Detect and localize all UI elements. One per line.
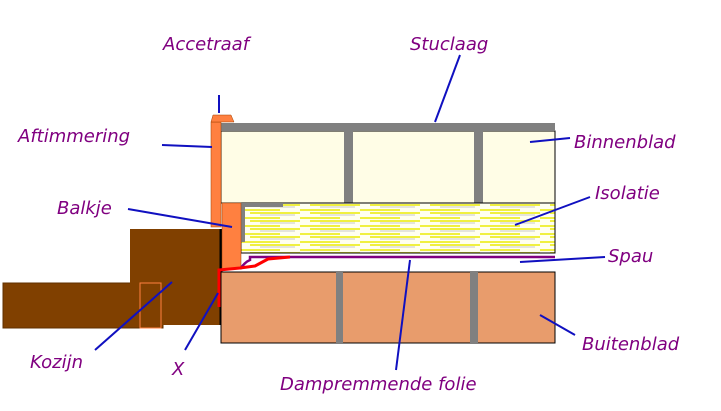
stuclaag (221, 123, 555, 131)
label-buitenblad: Buitenblad (582, 334, 680, 355)
label-spau: Spau (608, 246, 653, 267)
stuc-hoek (241, 203, 283, 242)
label-binnenblad: Binnenblad (574, 132, 676, 153)
label-kozijn: Kozijn (30, 352, 83, 373)
buitenblad (220, 271, 556, 344)
kozijn (2, 229, 223, 329)
aftimmering (210, 121, 222, 228)
isolatie (240, 202, 556, 254)
x-line (217, 255, 291, 307)
label-balkje: Balkje (57, 198, 112, 219)
label-aftimmering: Aftimmering (17, 126, 130, 147)
accetraaf (210, 114, 235, 123)
label-stuclaag: Stuclaag (410, 34, 488, 55)
leader-lines (94, 54, 606, 371)
binnenblad (220, 130, 556, 204)
label-x: X (171, 359, 185, 380)
dampremmende-folie (238, 255, 555, 270)
label-dampremmende-folie: Dampremmende folie (280, 374, 477, 395)
label-accetraaf: Accetraaf (162, 34, 252, 55)
balkje (221, 202, 242, 270)
label-isolatie: Isolatie (595, 183, 660, 204)
